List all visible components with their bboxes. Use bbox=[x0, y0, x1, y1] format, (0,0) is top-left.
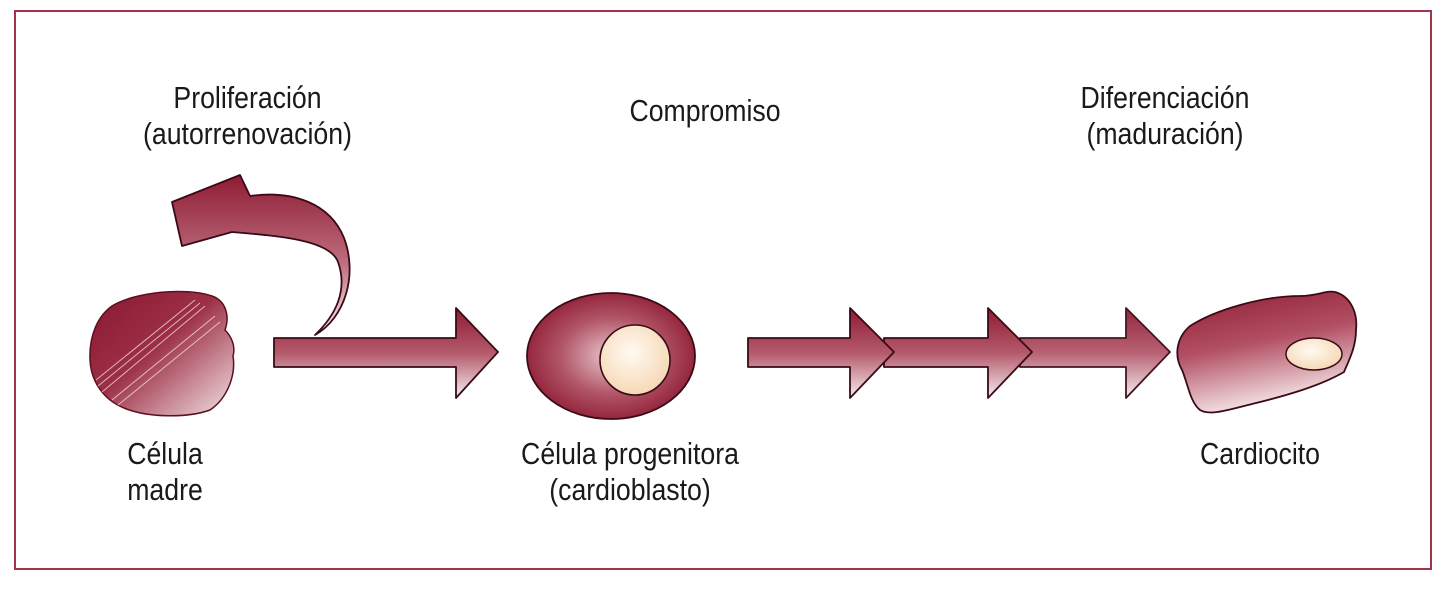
differentiation-subtitle: (maduración) bbox=[1086, 116, 1244, 151]
differentiation-title: Diferenciación bbox=[1080, 80, 1250, 115]
commitment-arrow bbox=[273, 307, 499, 399]
cardiocyte-line1: Cardiocito bbox=[1199, 436, 1321, 471]
self-renewal-arrow bbox=[171, 174, 351, 336]
proliferation-title: Proliferación bbox=[173, 80, 322, 115]
progenitor-cell-line2: (cardioblasto) bbox=[549, 472, 711, 507]
stem-cell-label: Célula madre bbox=[105, 436, 225, 508]
proliferation-label: Proliferación (autorrenovación) bbox=[129, 80, 366, 152]
stem-cell-line2: madre bbox=[127, 472, 203, 507]
cardiocyte-label: Cardiocito bbox=[1191, 436, 1329, 472]
cardiocyte-shape bbox=[1176, 290, 1358, 414]
differentiation-label: Diferenciación (maduración) bbox=[1066, 80, 1264, 152]
stem-cell-line1: Célula bbox=[127, 436, 203, 471]
differentiation-arrow-1 bbox=[747, 307, 895, 399]
progenitor-nucleus bbox=[599, 324, 671, 396]
progenitor-cell-label: Célula progenitora (cardioblasto) bbox=[505, 436, 754, 508]
stem-cell-shape bbox=[89, 290, 235, 417]
commitment-title: Compromiso bbox=[629, 93, 781, 128]
commitment-label: Compromiso bbox=[606, 93, 804, 129]
progenitor-cell-line1: Célula progenitora bbox=[521, 436, 739, 471]
proliferation-subtitle: (autorrenovación) bbox=[143, 116, 352, 151]
differentiation-arrow-3 bbox=[1019, 307, 1171, 399]
diagram-frame bbox=[14, 10, 1432, 570]
cardiocyte-nucleus bbox=[1285, 337, 1343, 371]
progenitor-cell-shape bbox=[526, 292, 696, 420]
differentiation-arrow-2 bbox=[883, 307, 1033, 399]
